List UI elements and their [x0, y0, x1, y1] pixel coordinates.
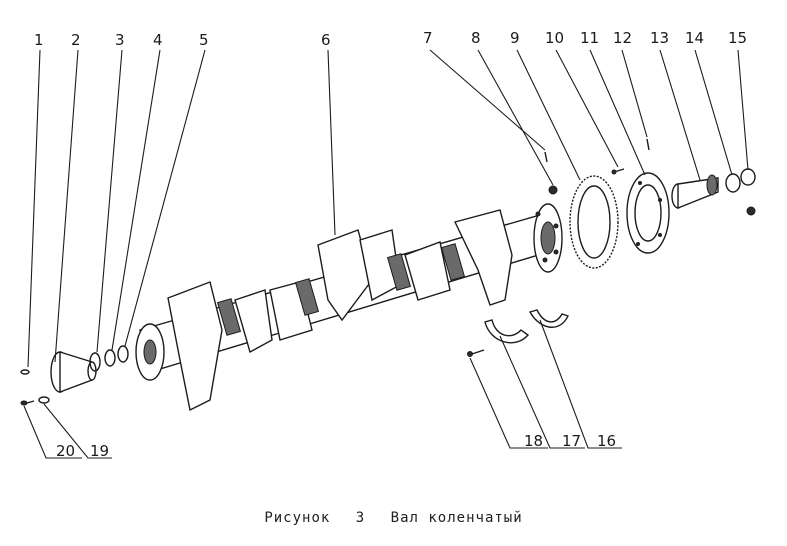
- figure-caption: Рисунок 3 Вал коленчатый: [0, 510, 787, 526]
- callout-2: 2: [71, 31, 81, 49]
- callout-11: 11: [580, 29, 599, 47]
- part-11-plate: [626, 172, 670, 254]
- part-17-thrust-half-ring: [484, 319, 530, 344]
- part-16-thrust-half-ring: [528, 309, 569, 328]
- callout-6: 6: [321, 31, 331, 49]
- part-9-ring-gear: [569, 175, 619, 269]
- part-7-nut: [548, 185, 558, 195]
- part-small-nut: [746, 206, 756, 216]
- part-1-pin: [20, 369, 30, 375]
- callout-19: 19: [90, 442, 109, 460]
- part-2-front-hub: [50, 351, 97, 394]
- callout-18: 18: [524, 432, 543, 450]
- part-14-ring: [725, 173, 741, 193]
- caption-prefix: Рисунок: [264, 510, 331, 526]
- part-18-bolt: [467, 349, 485, 357]
- callout-labels: 1 2 3 4 5 6 7 8 9 10 11 12 13 14 15 16 1…: [34, 29, 747, 460]
- part-8-pin: [544, 151, 548, 163]
- callout-14: 14: [685, 29, 704, 47]
- callout-1: 1: [34, 31, 44, 49]
- part-15-ring: [740, 168, 756, 186]
- part-10-bolt: [611, 168, 625, 175]
- callout-15: 15: [728, 29, 747, 47]
- part-12-pin: [646, 138, 650, 151]
- part-5-ring: [117, 345, 129, 363]
- callout-4: 4: [153, 31, 163, 49]
- part-4-ring: [104, 349, 116, 367]
- crankshaft: [135, 203, 563, 412]
- callout-7: 7: [423, 29, 433, 47]
- part-3-ring: [89, 352, 101, 372]
- callout-20: 20: [56, 442, 75, 460]
- callout-5: 5: [199, 31, 209, 49]
- callout-13: 13: [650, 29, 669, 47]
- part-20-bolt: [20, 400, 35, 406]
- part-19-washer: [38, 396, 50, 404]
- callout-10: 10: [545, 29, 564, 47]
- callout-16: 16: [597, 432, 616, 450]
- part-13-bearing: [671, 174, 719, 210]
- callout-3: 3: [115, 31, 125, 49]
- leader-lines: [23, 49, 749, 459]
- callout-12: 12: [613, 29, 632, 47]
- callout-9: 9: [510, 29, 520, 47]
- caption-number: 3: [355, 510, 366, 526]
- callout-17: 17: [562, 432, 581, 450]
- callout-8: 8: [471, 29, 481, 47]
- caption-title: Вал коленчатый: [390, 510, 523, 526]
